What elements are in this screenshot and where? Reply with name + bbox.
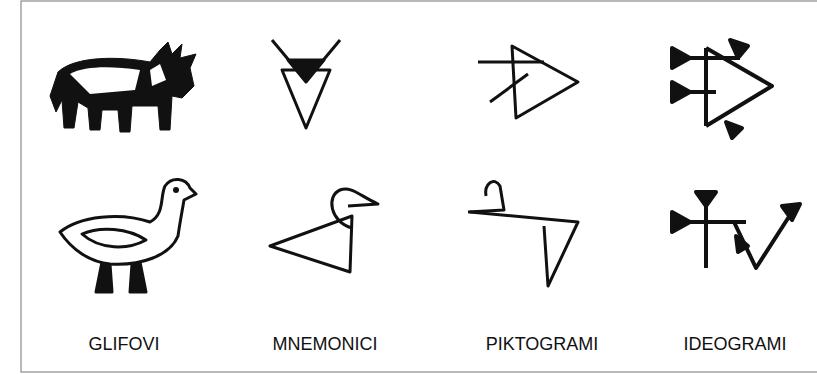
stage-label: IDEOGRAMI xyxy=(683,334,786,355)
stage-label: PIKTOGRAMI xyxy=(486,334,599,355)
frame-border xyxy=(21,1,817,372)
bird-ideogram xyxy=(672,192,800,268)
bird-mnemonic xyxy=(270,189,378,272)
stage-label: MNEMONICI xyxy=(273,334,378,355)
ox-pictogram xyxy=(478,46,578,118)
stage-label: GLIFOVI xyxy=(88,334,159,355)
ox-ideogram xyxy=(672,40,772,138)
bird-pictogram xyxy=(468,181,578,286)
ox-mnemonic xyxy=(272,40,340,128)
bird-glyph xyxy=(60,179,196,292)
ox-glyph xyxy=(50,42,196,132)
